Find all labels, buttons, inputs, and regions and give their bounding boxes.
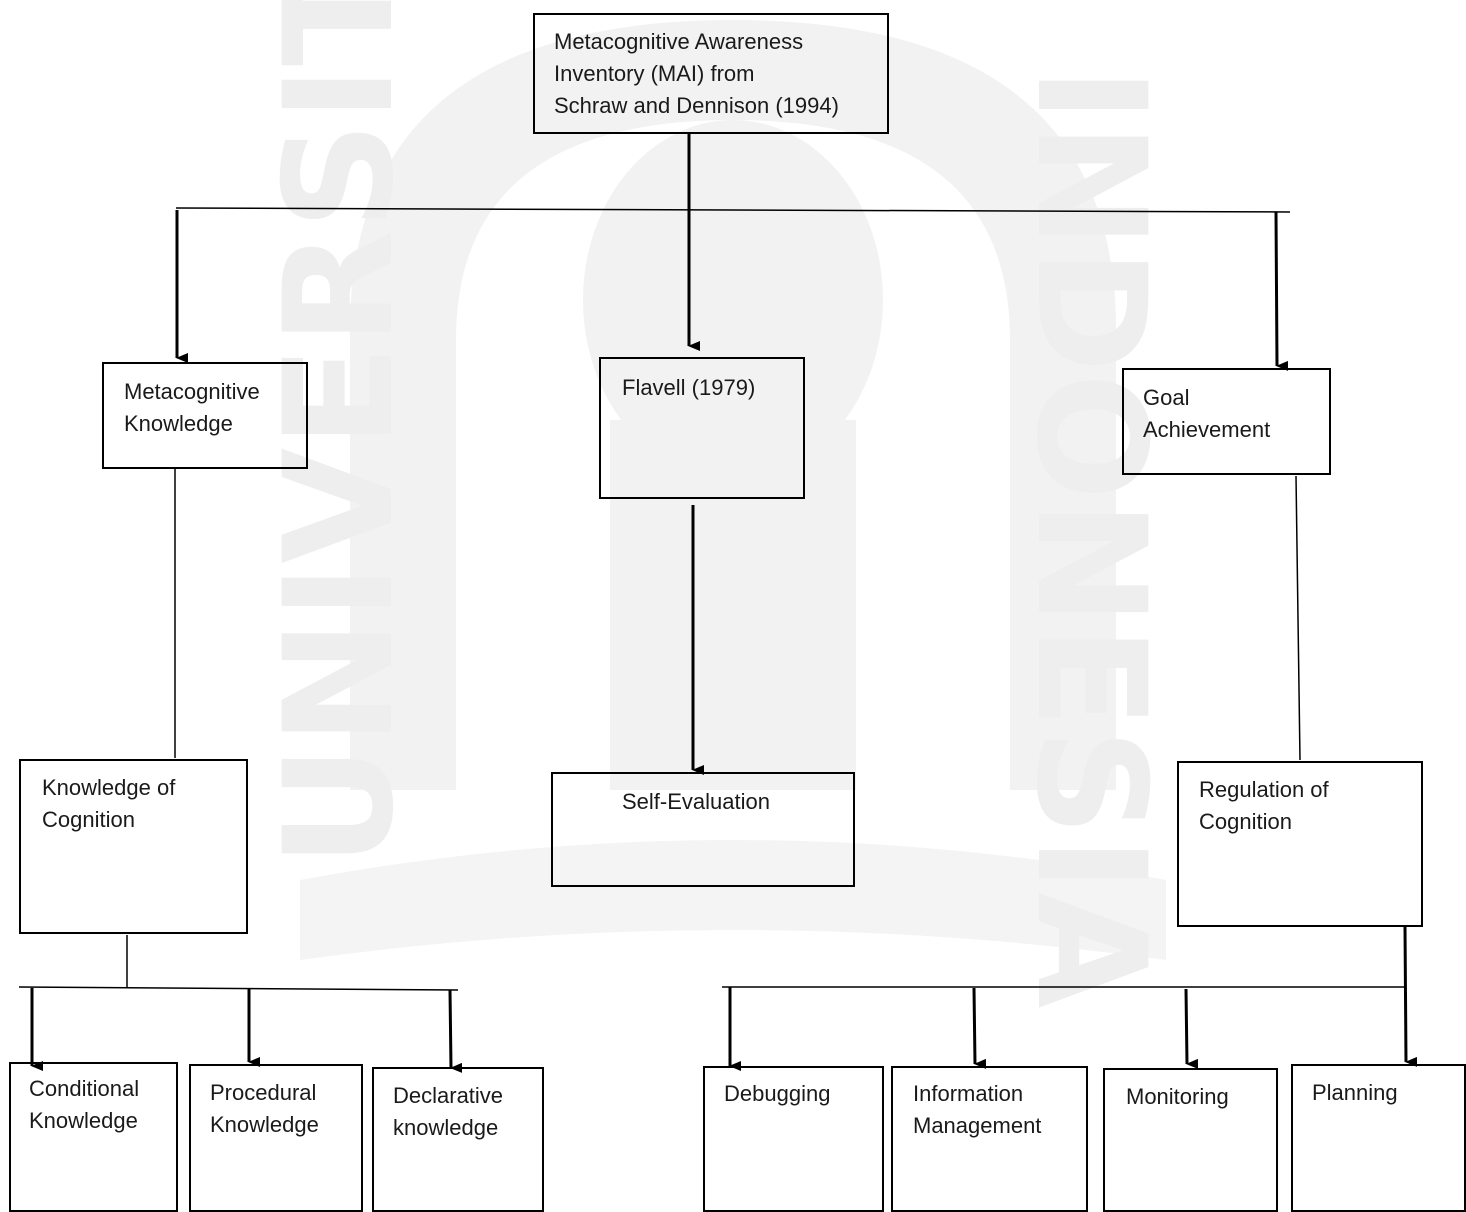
line-regulation-down xyxy=(1403,926,1418,1067)
declarative-knowledge-label: Declarative knowledge xyxy=(393,1083,504,1140)
regulation-of-cognition-label: Regulation of Cognition xyxy=(1199,777,1329,834)
information-management-label: Information Management xyxy=(913,1081,1042,1138)
debugging-label: Debugging xyxy=(724,1081,831,1106)
knowledge-of-cognition-label: Knowledge of Cognition xyxy=(42,775,176,832)
self-evaluation-box xyxy=(551,772,855,887)
root-label: Metacognitive Awareness Inventory (MAI) … xyxy=(554,29,839,118)
goal-achievement-box xyxy=(1122,368,1331,475)
procedural-knowledge-label: Procedural Knowledge xyxy=(210,1080,319,1137)
goal-achievement-label: Goal Achievement xyxy=(1143,385,1271,442)
conditional-knowledge-label: Conditional Knowledge xyxy=(29,1076,140,1133)
flavell-box xyxy=(599,357,805,499)
root-box xyxy=(533,13,889,134)
knowledge-of-cognition-box xyxy=(19,759,248,934)
arrow-to-information-management xyxy=(972,987,987,1069)
arrow-to-goal-achievement xyxy=(1274,211,1289,371)
top-horizontal-connector xyxy=(175,207,1291,213)
self-evaluation-label: Self-Evaluation xyxy=(622,789,770,814)
line-goal-to-regulation xyxy=(1295,475,1301,761)
flavell-label: Flavell (1979) xyxy=(622,375,756,400)
bottom-left-horizontal-connector xyxy=(18,986,459,991)
metacognitive-knowledge-box xyxy=(102,362,308,469)
planning-label: Planning xyxy=(1312,1080,1398,1105)
regulation-of-cognition-box xyxy=(1177,761,1423,927)
monitoring-label: Monitoring xyxy=(1126,1084,1229,1109)
metacognitive-knowledge-label: Metacognitive Knowledge xyxy=(124,379,260,436)
arrow-to-declarative-knowledge xyxy=(448,989,463,1073)
arrow-to-monitoring xyxy=(1184,988,1199,1069)
